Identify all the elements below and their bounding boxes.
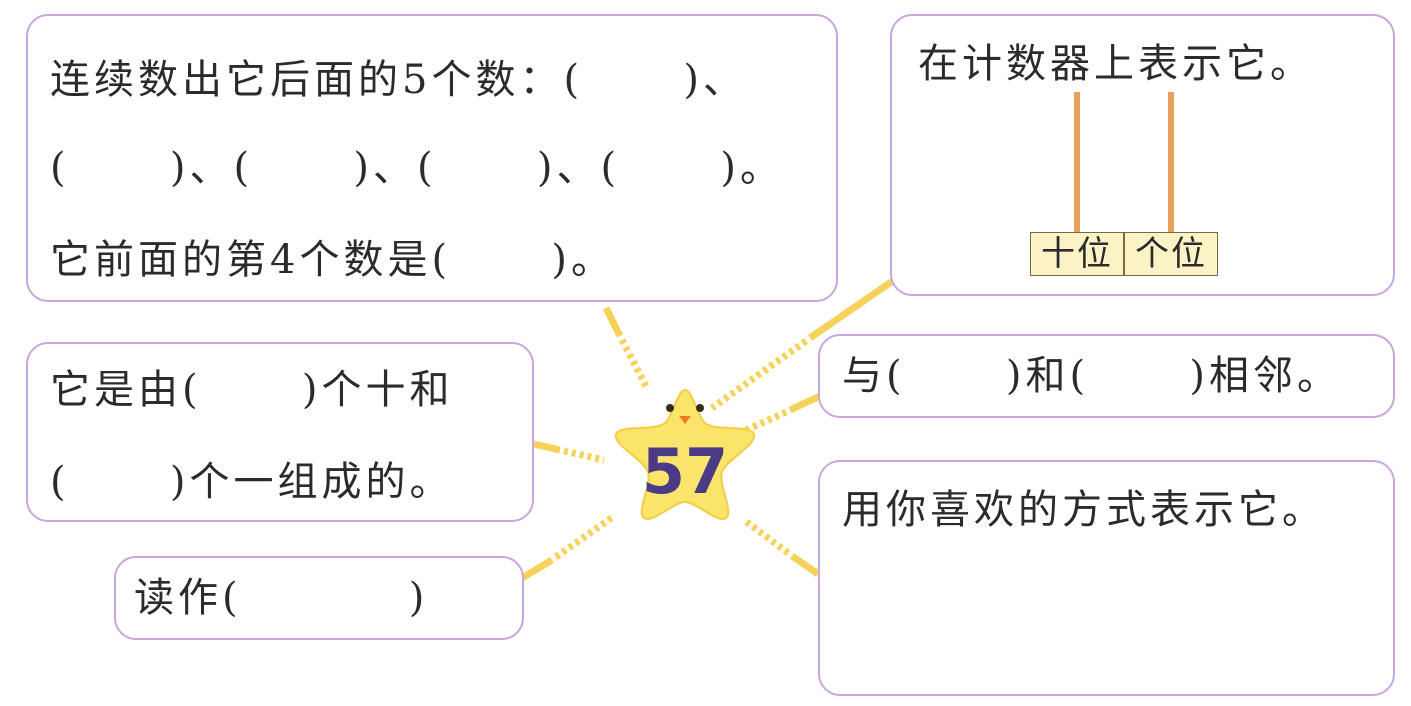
read-as-box: 读作( ) <box>114 556 524 640</box>
before-number-line: 它前面的第4个数是( )。 <box>50 237 615 283</box>
ray-top-right <box>808 277 896 341</box>
represent-box: 用你喜欢的方式表示它。 <box>818 460 1395 696</box>
composition-line-2: ( )个一组成的。 <box>50 459 454 505</box>
after-numbers-box: 连续数出它后面的5个数：( )、 ( )、( )、( )、( )。 它前面的第4… <box>26 14 838 302</box>
left-eye-icon <box>666 404 674 412</box>
ones-rod <box>1168 92 1174 232</box>
ray-top-left-dash <box>618 338 650 388</box>
ones-label: 个位 <box>1124 232 1218 276</box>
tens-label: 十位 <box>1030 232 1124 276</box>
ray-right-dash <box>740 408 788 436</box>
read-as-line: 读作( ) <box>134 575 429 621</box>
after-numbers-line-1: 连续数出它后面的5个数：( )、 <box>50 57 747 103</box>
composition-line-1: 它是由( )个十和 <box>50 367 454 413</box>
ray-right <box>788 392 822 414</box>
represent-line: 用你喜欢的方式表示它。 <box>842 487 1326 533</box>
star-badge <box>614 388 756 521</box>
ray-bottom-right-dash <box>741 517 791 556</box>
neighbors-line: 与( )和( )相邻。 <box>842 353 1341 399</box>
center-number: 57 <box>641 435 729 508</box>
right-eye-icon <box>696 404 704 412</box>
ray-left <box>533 440 561 454</box>
ray-top-left <box>602 306 624 338</box>
composition-box: 它是由( )个十和 ( )个一组成的。 <box>26 342 534 522</box>
after-numbers-line-2: ( )、( )、( )、( )。 <box>50 145 784 191</box>
abacus-title: 在计数器上表示它。 <box>918 41 1314 87</box>
ray-bottom-left <box>520 556 554 582</box>
ray-left-dash <box>563 447 605 464</box>
neighbors-box: 与( )和( )相邻。 <box>818 334 1395 418</box>
beak-icon <box>679 416 691 424</box>
ray-top-right-dash <box>709 338 809 411</box>
tens-rod <box>1074 92 1080 232</box>
ray-bottom-left-dash <box>553 513 617 560</box>
star-shape <box>614 388 756 521</box>
ray-bottom-right <box>790 553 820 577</box>
